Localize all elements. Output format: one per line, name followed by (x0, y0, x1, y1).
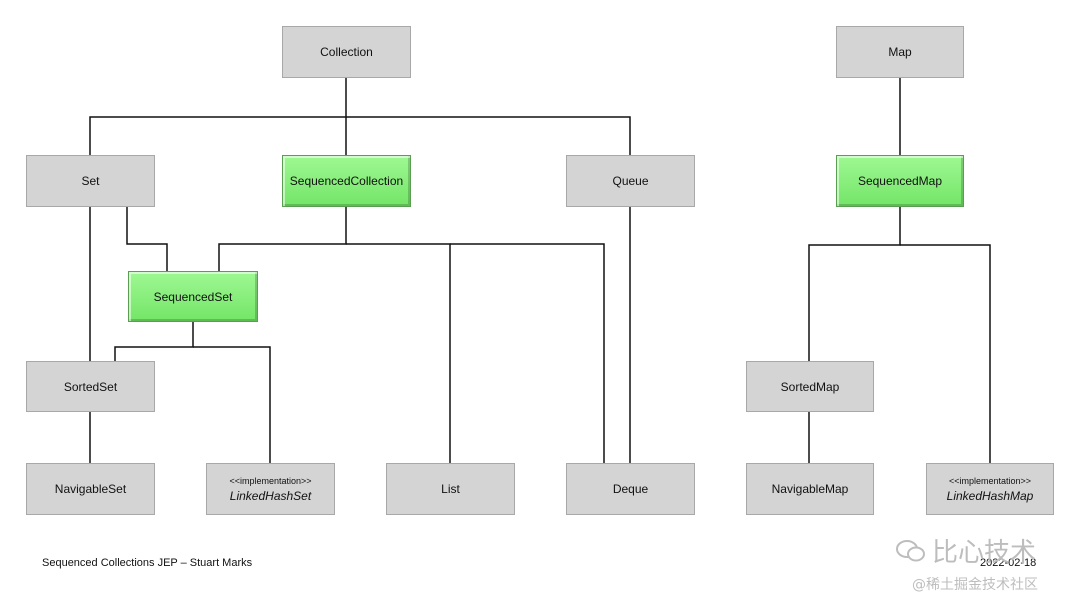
list-node: List (386, 463, 515, 515)
set-node: Set (26, 155, 155, 207)
navigable-set-label: NavigableSet (54, 482, 127, 496)
navigable-map-node: NavigableMap (746, 463, 874, 515)
sequenced-collection-node: SequencedCollection (282, 155, 411, 207)
edge-collection-set (89, 78, 347, 155)
edge-sequencedmap-sortedmap (808, 207, 901, 361)
deque-label: Deque (612, 482, 649, 496)
queue-label: Queue (612, 174, 649, 188)
watermark-title-text: 比心技术 (932, 538, 1037, 568)
edge-sequencedcollection-deque (450, 243, 605, 463)
sorted-map-node: SortedMap (746, 361, 874, 412)
sorted-set-node: SortedSet (26, 361, 155, 412)
edge-sequencedcollection-sequencedset (218, 207, 347, 271)
set-label: Set (81, 174, 100, 188)
edge-sequencedmap-linkedhashmap (900, 244, 991, 463)
linked-hash-set-label: LinkedHashSet (229, 488, 312, 503)
edge-collection-queue (346, 116, 631, 155)
edge-set-sequencedset (126, 207, 168, 271)
map-label: Map (888, 45, 912, 59)
deque-node: Deque (566, 463, 695, 515)
edge-sequencedset-sortedset (114, 322, 194, 361)
footer-caption: Sequenced Collections JEP – Stuart Marks (42, 557, 253, 569)
sorted-map-label: SortedMap (780, 379, 840, 394)
collection-node: Collection (282, 26, 411, 78)
edge-sequencedset-linkedhashset (193, 346, 271, 463)
list-label: List (441, 482, 460, 496)
queue-node: Queue (566, 155, 695, 207)
linked-hash-set-node: <<implementation>> LinkedHashSet (206, 463, 335, 515)
watermark-title: 比心技术 (896, 532, 1036, 569)
edge-sequencedcollection-list (346, 243, 451, 463)
collection-label: Collection (320, 45, 373, 59)
navigable-map-label: NavigableMap (771, 482, 849, 496)
sequenced-collection-label: SequencedCollection (289, 174, 404, 188)
map-node: Map (836, 26, 964, 78)
linked-hash-map-node: <<implementation>> LinkedHashMap (926, 463, 1054, 515)
implementation-stereotype: <<implementation>> (948, 475, 1032, 486)
footer-date: 2022-02-18 (980, 557, 1037, 569)
sequenced-set-node: SequencedSet (128, 271, 258, 322)
navigable-set-node: NavigableSet (26, 463, 155, 515)
sequenced-map-label: SequencedMap (857, 174, 943, 188)
sorted-set-label: SortedSet (63, 379, 118, 394)
implementation-stereotype: <<implementation>> (229, 475, 312, 486)
linked-hash-map-label: LinkedHashMap (946, 488, 1034, 503)
sequenced-set-label: SequencedSet (153, 289, 233, 304)
watermark-subtitle: @稀土掘金技术社区 (912, 577, 1038, 593)
sequenced-map-node: SequencedMap (836, 155, 964, 207)
wechat-icon (896, 539, 926, 563)
